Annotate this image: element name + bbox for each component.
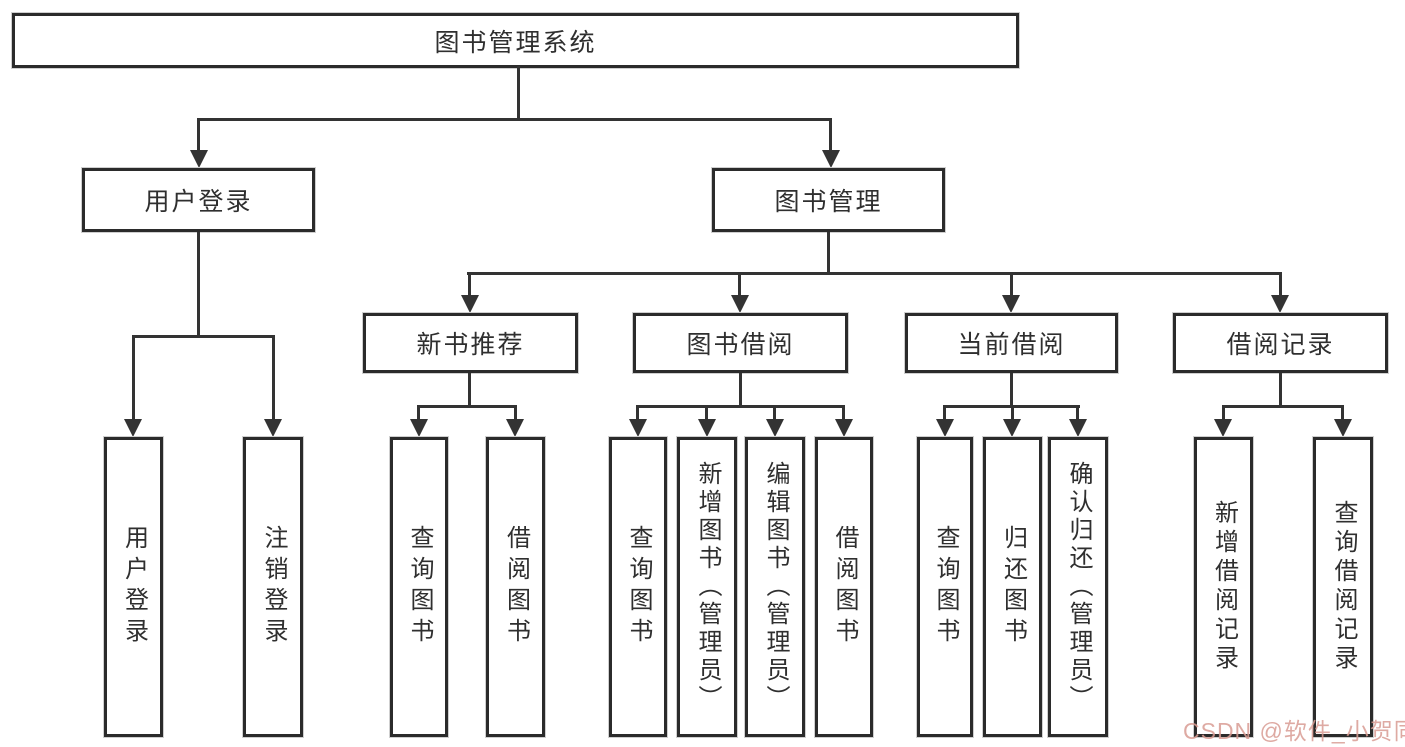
node-new-book-recommend: 新书推荐 (363, 313, 578, 373)
connector-drop (272, 335, 275, 421)
connector-drop (1222, 405, 1225, 421)
connector-hbar (417, 405, 517, 408)
leaf-label: 确认归还（管理员） (1065, 461, 1092, 713)
leaf-user-login: 用户登录 (104, 437, 163, 737)
leaf-confirm-return-admin: 确认归还（管理员） (1048, 437, 1108, 737)
connector-drop (1279, 272, 1282, 298)
arrow-down-icon (264, 419, 282, 437)
leaf-label: 归还图书 (999, 525, 1027, 649)
leaf-label: 新增借阅记录 (1210, 500, 1238, 674)
leaf-return-books: 归还图书 (983, 437, 1042, 737)
leaf-label: 查询图书 (625, 525, 652, 649)
connector-drop (197, 118, 200, 152)
connector-hbar (1222, 405, 1344, 408)
leaf-borrow-books-recommend: 借阅图书 (486, 437, 545, 737)
node-current-borrow: 当前借阅 (905, 313, 1118, 373)
node-book-management: 图书管理 (712, 168, 945, 232)
connector-hbar (636, 405, 845, 408)
connector-drop (842, 405, 845, 421)
leaf-label: 编辑图书（管理员） (762, 461, 789, 713)
arrow-down-icon (124, 419, 142, 437)
connector-drop (1341, 405, 1344, 421)
connector-drop (705, 405, 708, 421)
arrow-down-icon (731, 295, 749, 313)
connector-drop (417, 405, 420, 421)
connector-stem (517, 66, 520, 121)
leaf-query-books-borrow: 查询图书 (609, 437, 667, 737)
node-label: 图书借阅 (686, 331, 795, 359)
node-label: 用户登录 (144, 188, 253, 216)
arrow-down-icon (461, 295, 479, 313)
arrow-down-icon (822, 150, 840, 168)
node-label: 图书管理系统 (434, 28, 597, 57)
connector-drop (829, 118, 832, 152)
leaf-add-books-admin: 新增图书（管理员） (677, 437, 737, 737)
leaf-add-borrow-record: 新增借阅记录 (1194, 437, 1253, 737)
arrow-down-icon (1214, 419, 1232, 437)
leaf-logout: 注销登录 (243, 437, 303, 737)
connector-drop (738, 272, 741, 298)
connector-hbar (197, 118, 832, 121)
connector-drop (514, 405, 517, 421)
arrow-down-icon (410, 419, 428, 437)
connector-drop (1010, 272, 1013, 298)
connector-stem (197, 232, 200, 338)
leaf-label: 借阅图书 (502, 525, 530, 649)
arrow-down-icon (1002, 295, 1020, 313)
connector-drop (773, 405, 776, 421)
node-book-borrow: 图书借阅 (633, 313, 848, 373)
watermark: CSDN @软件_小贺同学 (1183, 718, 1405, 744)
arrow-down-icon (1003, 419, 1021, 437)
node-label: 借阅记录 (1226, 331, 1335, 359)
connector-drop (468, 272, 471, 298)
arrow-down-icon (190, 150, 208, 168)
leaf-label: 查询图书 (932, 525, 959, 649)
node-borrow-records: 借阅记录 (1173, 313, 1388, 373)
leaf-label: 新增图书（管理员） (694, 461, 721, 713)
connector-stem (468, 373, 471, 408)
leaf-query-books-current: 查询图书 (917, 437, 973, 737)
connector-hbar (132, 335, 275, 338)
leaf-label: 注销登录 (260, 525, 287, 649)
arrow-down-icon (698, 419, 716, 437)
leaf-query-books-recommend: 查询图书 (390, 437, 448, 737)
arrow-down-icon (506, 419, 524, 437)
connector-drop (943, 405, 946, 421)
node-library-system: 图书管理系统 (12, 13, 1019, 68)
arrow-down-icon (835, 419, 853, 437)
connector-drop (132, 335, 135, 421)
connector-stem (827, 232, 830, 275)
leaf-label: 用户登录 (120, 525, 148, 649)
leaf-edit-books-admin: 编辑图书（管理员） (745, 437, 805, 737)
leaf-label: 借阅图书 (831, 525, 858, 649)
node-label: 新书推荐 (416, 331, 525, 359)
arrow-down-icon (1334, 419, 1352, 437)
connector-drop (636, 405, 639, 421)
leaf-borrow-books: 借阅图书 (815, 437, 873, 737)
node-user-login: 用户登录 (82, 168, 315, 232)
node-label: 图书管理 (774, 188, 883, 216)
connector-stem (1279, 373, 1282, 408)
connector-stem (1010, 373, 1013, 408)
arrow-down-icon (629, 419, 647, 437)
leaf-query-borrow-record: 查询借阅记录 (1313, 437, 1373, 737)
node-label: 当前借阅 (957, 331, 1066, 359)
connector-drop (1011, 405, 1014, 421)
arrow-down-icon (936, 419, 954, 437)
connector-hbar (467, 272, 1282, 275)
leaf-label: 查询借阅记录 (1330, 500, 1357, 674)
arrow-down-icon (1271, 295, 1289, 313)
arrow-down-icon (766, 419, 784, 437)
connector-drop (1076, 405, 1079, 421)
connector-stem (739, 373, 742, 408)
arrow-down-icon (1069, 419, 1087, 437)
leaf-label: 查询图书 (406, 525, 433, 649)
